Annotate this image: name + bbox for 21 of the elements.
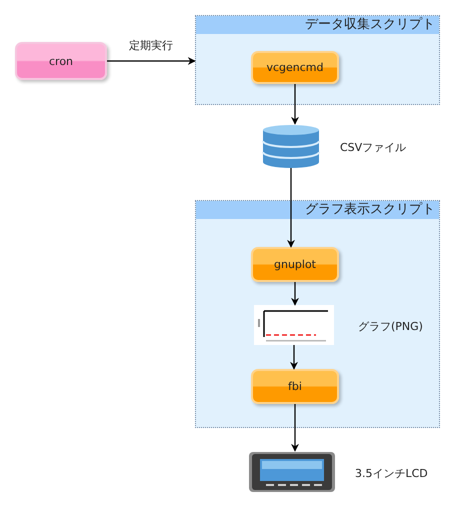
display-drawing: [248, 451, 336, 493]
arrow: [291, 282, 299, 306]
arrow: [290, 345, 298, 370]
process-box: fbi: [251, 369, 339, 404]
database-cylinder: [262, 124, 320, 168]
group-title: データ収集スクリプト: [196, 16, 439, 34]
node-caption: CSVファイル: [340, 140, 406, 155]
group-panel: [195, 15, 440, 105]
group-title: グラフ表示スクリプト: [196, 201, 439, 219]
process-box: cron: [15, 42, 107, 80]
arrow: [287, 168, 295, 248]
process-box: vcgencmd: [251, 51, 339, 84]
node-caption: 3.5インチLCD: [355, 466, 428, 481]
arrow: [107, 57, 196, 65]
process-box: gnuplot: [251, 247, 339, 282]
arrow: [291, 404, 299, 452]
arrow: [291, 84, 299, 125]
group-panel: [195, 200, 440, 428]
node-caption: グラフ(PNG): [358, 319, 423, 334]
edge-label: 定期実行: [129, 38, 173, 53]
picture: [254, 305, 334, 345]
